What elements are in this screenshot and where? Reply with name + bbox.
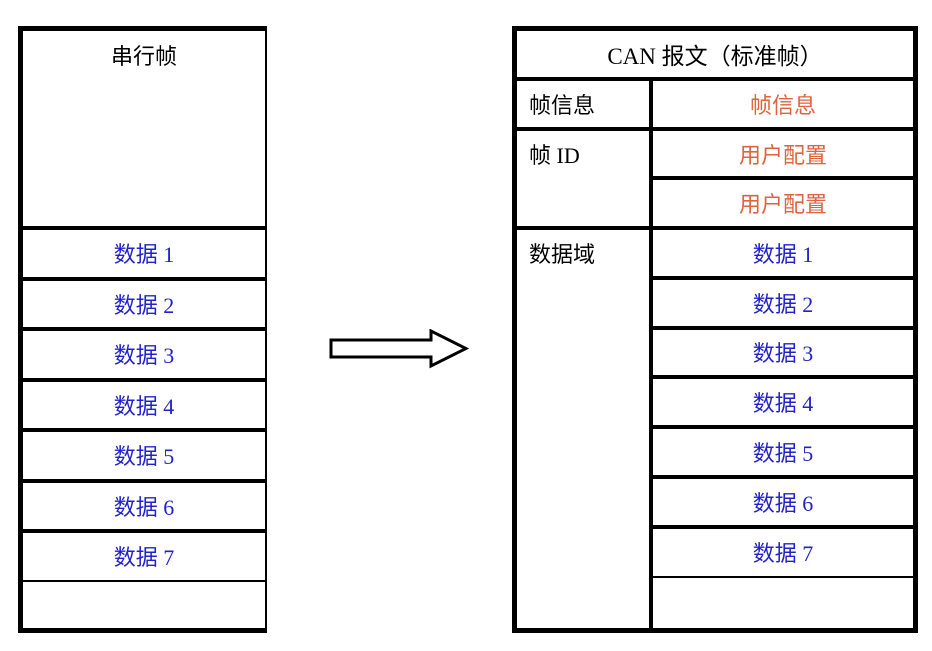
can-data-row-1: 数据 1 xyxy=(653,230,913,280)
serial-data-row-5: 数据 5 xyxy=(23,432,265,483)
serial-data-row-7: 数据 7 xyxy=(23,533,265,582)
serial-data-row-6: 数据 6 xyxy=(23,483,265,533)
frame-info-value: 帧信息 xyxy=(653,81,913,131)
can-data-row-7: 数据 7 xyxy=(653,529,913,579)
frame-id-user-config-2: 用户配置 xyxy=(653,180,913,231)
can-data-row-3: 数据 3 xyxy=(653,330,913,380)
can-data-row-4: 数据 4 xyxy=(653,379,913,430)
serial-empty-row xyxy=(23,582,265,629)
can-data-row-5: 数据 5 xyxy=(653,429,913,479)
can-data-row-6: 数据 6 xyxy=(653,479,913,529)
can-message-title: CAN 报文（标准帧） xyxy=(517,31,913,81)
frame-id-label: 帧 ID xyxy=(517,130,653,231)
can-message-table: CAN 报文（标准帧） 帧信息 帧信息 帧 ID 用户配置 用户配置 数据域 数… xyxy=(512,26,918,633)
serial-data-row-1: 数据 1 xyxy=(23,230,265,281)
serial-data-row-4: 数据 4 xyxy=(23,382,265,432)
can-empty-row xyxy=(653,578,913,628)
serial-data-row-2: 数据 2 xyxy=(23,281,265,331)
serial-data-row-3: 数据 3 xyxy=(23,331,265,382)
right-arrow-icon xyxy=(329,328,470,369)
frame-id-user-config-1: 用户配置 xyxy=(653,131,913,181)
can-data-row-2: 数据 2 xyxy=(653,280,913,330)
data-field-label: 数据域 xyxy=(517,230,653,628)
serial-frame-table: 串行帧 数据 1 数据 2 数据 3 数据 4 数据 5 数据 6 数据 7 xyxy=(18,26,267,633)
frame-info-label: 帧信息 xyxy=(517,81,653,131)
serial-frame-title: 串行帧 xyxy=(23,31,265,230)
